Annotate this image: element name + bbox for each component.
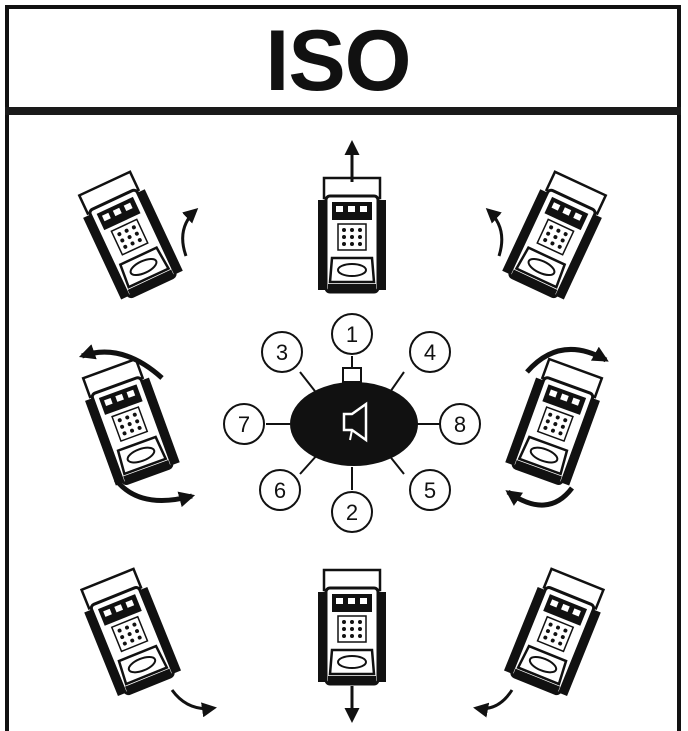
machine-spin-left — [76, 355, 182, 489]
svg-text:2: 2 — [346, 500, 358, 525]
svg-text:3: 3 — [276, 340, 288, 365]
position-7: 7 — [223, 403, 265, 445]
position-2: 2 — [331, 491, 373, 533]
position-1: 1 — [331, 313, 373, 355]
arrow-spin-left-top — [78, 344, 164, 380]
svg-text:6: 6 — [274, 478, 286, 503]
joystick-base — [290, 382, 418, 466]
arrow-turn-forward-left — [181, 207, 199, 257]
position-8: 8 — [439, 403, 481, 445]
arrow-turn-forward-right — [485, 207, 504, 257]
joystick-diagram: 1 2 3 4 5 6 7 8 — [223, 313, 481, 533]
arrow-turn-reverse-right — [473, 689, 514, 718]
arrow-spin-left-bottom — [114, 478, 196, 508]
position-3: 3 — [261, 331, 303, 373]
arrow-turn-reverse-left — [170, 689, 217, 718]
svg-text:7: 7 — [238, 412, 250, 437]
machine-reverse-left — [74, 565, 184, 700]
arrow-spin-right-bottom — [505, 486, 574, 508]
position-5: 5 — [409, 469, 451, 511]
title-divider — [5, 107, 681, 115]
svg-text:5: 5 — [424, 478, 436, 503]
diagram-title: ISO — [265, 13, 411, 109]
machine-forward-right — [499, 167, 613, 303]
machine-spin-right — [503, 355, 609, 489]
position-4: 4 — [409, 331, 451, 373]
arrow-spin-right-top — [525, 346, 609, 374]
machine-forward-left — [72, 167, 186, 303]
svg-text:1: 1 — [346, 322, 358, 347]
machine-reverse — [316, 568, 388, 686]
machine-forward — [316, 176, 388, 294]
position-6: 6 — [259, 469, 301, 511]
svg-text:4: 4 — [424, 340, 436, 365]
machine-reverse-right — [501, 565, 611, 700]
svg-text:8: 8 — [454, 412, 466, 437]
horn-icon — [342, 401, 368, 443]
